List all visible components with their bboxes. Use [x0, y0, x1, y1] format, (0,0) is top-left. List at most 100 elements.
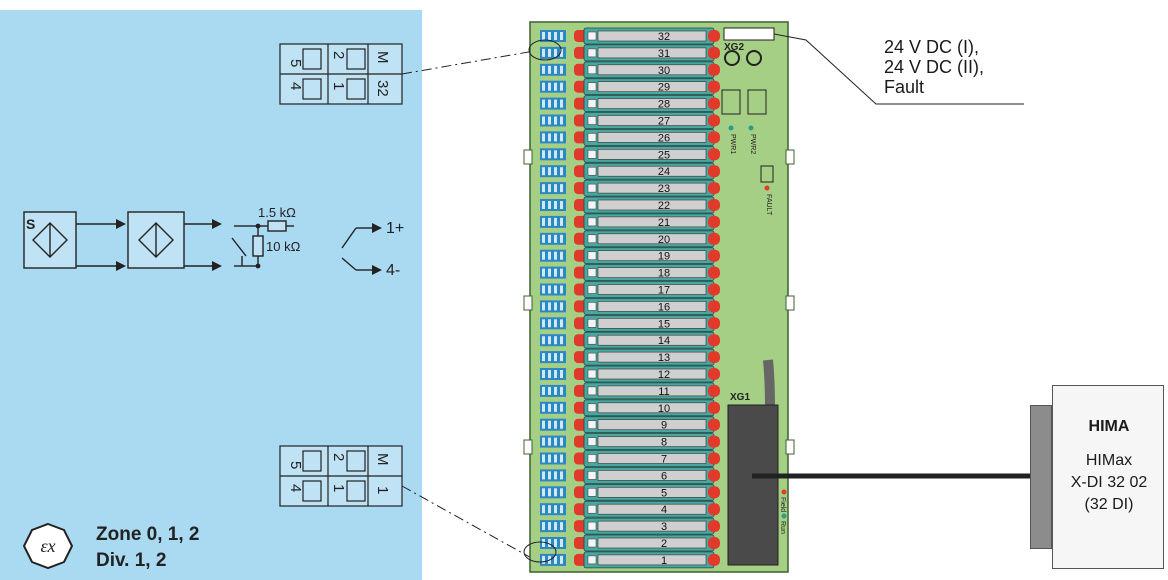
connector-xg1 — [727, 404, 779, 566]
field-terminal-5 — [540, 486, 566, 499]
led-fault-label: FAULT — [765, 194, 772, 216]
detail-circle-top — [528, 39, 562, 61]
field-terminal-15 — [540, 317, 566, 330]
channel-module-29: 29 — [574, 78, 720, 96]
channel-label-29: 29 — [658, 82, 670, 94]
field-terminal-18 — [540, 266, 566, 279]
field-terminal-6 — [540, 469, 566, 482]
terminal-block-bottom — [279, 445, 403, 507]
terminal-top-r2c3: 32 — [374, 80, 391, 97]
channel-label-8: 8 — [661, 437, 667, 449]
field-terminal-7 — [540, 452, 566, 465]
channel-label-21: 21 — [658, 217, 670, 229]
channel-label-17: 17 — [658, 285, 670, 297]
field-terminal-22 — [540, 199, 566, 211]
channel-label-24: 24 — [658, 166, 670, 178]
field-terminal-8 — [540, 435, 566, 448]
channel-module-27: 27 — [574, 112, 720, 129]
field-terminal-26 — [540, 131, 566, 144]
resistor-top-label: 1.5 kΩ — [258, 205, 296, 220]
hima-system-box: HIMA HIMax X-DI 32 02 (32 DI) — [1052, 385, 1164, 569]
channel-module-28: 28 — [574, 95, 720, 112]
hima-brand: HIMA — [1088, 418, 1130, 435]
terminal-top-r2c2: 1 — [330, 82, 347, 90]
power-label-line3: Fault — [884, 77, 925, 97]
channel-label-12: 12 — [658, 369, 670, 381]
connector-xg1-label: XG1 — [730, 392, 750, 403]
terminal-bottom-r2c1: 4 — [287, 484, 304, 492]
channel-label-3: 3 — [661, 521, 667, 533]
terminal-block-top — [279, 43, 403, 105]
led-run-icon — [781, 513, 787, 519]
leader-top — [401, 49, 541, 75]
zone-line-1: Zone 0, 1, 2 — [96, 524, 199, 545]
channel-module-19: 19 — [574, 247, 720, 265]
channel-label-27: 27 — [658, 116, 670, 128]
channel-label-5: 5 — [661, 487, 667, 499]
channel-label-16: 16 — [658, 301, 670, 313]
channel-label-28: 28 — [658, 99, 670, 111]
field-terminal-16 — [540, 300, 566, 313]
field-terminal-1 — [540, 553, 566, 566]
field-terminal-2 — [540, 537, 566, 549]
leader-bottom — [401, 485, 536, 561]
terminal-top-r1c1: 5 — [287, 59, 304, 67]
channel-label-30: 30 — [658, 65, 670, 77]
power-leader — [773, 33, 1024, 105]
field-terminal-25 — [540, 148, 566, 161]
hima-model-line2: X-DI 32 02 — [1070, 474, 1148, 491]
channel-label-32: 32 — [658, 31, 670, 43]
field-terminal-30 — [540, 63, 566, 76]
power-label-line2: 24 V DC (II), — [884, 57, 985, 77]
channel-label-14: 14 — [658, 335, 670, 347]
terminal-top-r1c3: M — [374, 51, 391, 64]
field-terminal-31 — [540, 46, 566, 59]
led-pwr1-icon — [728, 125, 734, 131]
hima-model-line1: HIMax — [1085, 452, 1133, 469]
circuit-schematic — [23, 211, 372, 271]
hima-connector-tab — [1030, 405, 1052, 549]
field-terminal-12 — [540, 368, 566, 380]
channel-label-1: 1 — [661, 555, 667, 567]
channel-module-16: 16 — [574, 297, 720, 315]
channel-label-25: 25 — [658, 149, 670, 161]
field-terminal-28 — [540, 97, 566, 110]
channel-module-13: 13 — [574, 348, 720, 366]
channel-module-21: 21 — [574, 213, 720, 231]
sensor-label: S — [26, 216, 35, 232]
channel-module-7: 7 — [574, 450, 720, 467]
field-terminal-27 — [540, 114, 566, 127]
led-pwr2-label: PWR2 — [749, 134, 756, 154]
cable-icon — [763, 359, 775, 411]
fault-indicator-box — [760, 165, 774, 183]
channel-module-26: 26 — [574, 128, 720, 146]
channel-module-15: 15 — [574, 314, 720, 332]
channel-module-22: 22 — [574, 196, 720, 214]
channel-label-9: 9 — [661, 420, 667, 432]
channel-label-18: 18 — [658, 268, 670, 280]
led-field-icon — [781, 489, 787, 495]
svg-text:εx: εx — [40, 536, 55, 556]
channel-label-2: 2 — [661, 538, 667, 550]
channel-label-7: 7 — [661, 454, 667, 466]
field-terminal-strips — [540, 30, 566, 566]
resistor-parallel-label: 10 kΩ — [266, 239, 301, 254]
field-terminal-24 — [540, 165, 566, 178]
channel-module-25: 25 — [574, 145, 720, 163]
terminal-bottom-r2c3: 1 — [374, 486, 391, 494]
terminal-bottom-r1c2: 2 — [330, 453, 347, 461]
channel-module-30: 30 — [574, 61, 720, 79]
channel-label-22: 22 — [658, 200, 670, 212]
channel-module-20: 20 — [574, 230, 720, 248]
channel-label-13: 13 — [658, 352, 670, 364]
led-field-label: Field — [779, 497, 786, 512]
terminal-bottom-r1c1: 5 — [287, 461, 304, 469]
power-indicators — [721, 89, 767, 115]
field-terminal-3 — [540, 520, 566, 533]
led-pwr1-label: PWR1 — [729, 134, 736, 154]
channel-module-8: 8 — [574, 433, 720, 451]
channel-module-2: 2 — [574, 534, 720, 552]
ex-hexagon-icon: εx — [22, 522, 74, 570]
field-terminal-19 — [540, 249, 566, 262]
channel-module-1: 1 — [574, 551, 720, 569]
